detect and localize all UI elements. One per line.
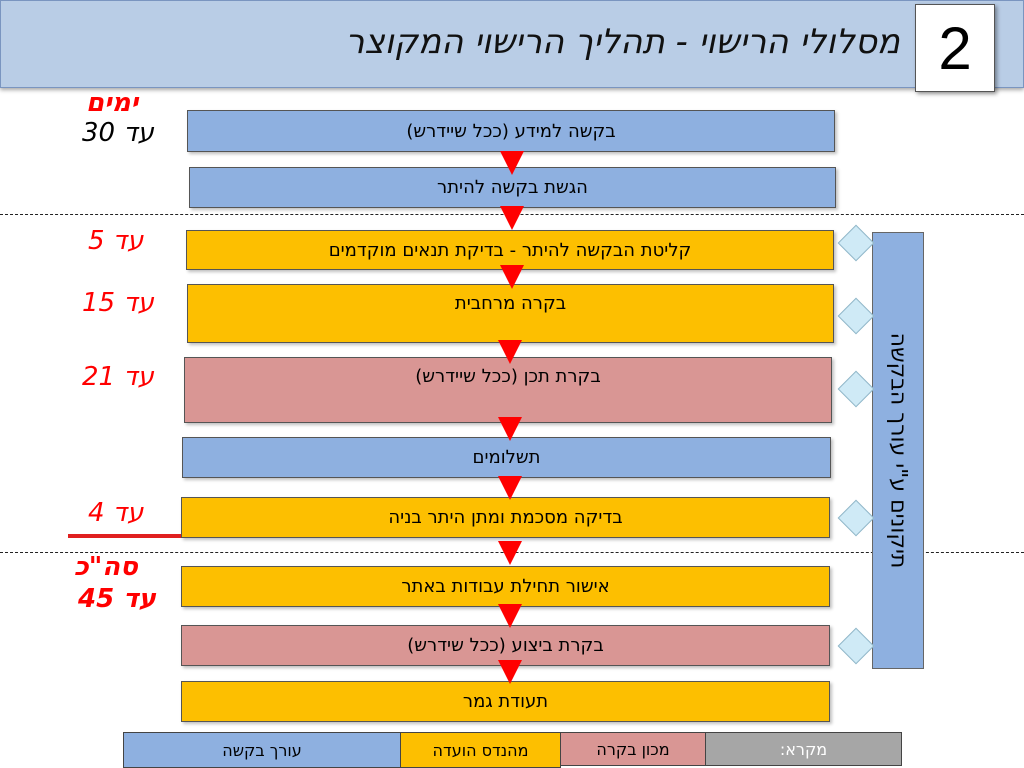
flow-arrow [498, 340, 522, 364]
total-underline [68, 534, 182, 538]
flow-arrow [500, 265, 524, 289]
flow-arrow [498, 660, 522, 684]
duration-15: עד 15 [82, 288, 154, 318]
total-duration: עד 45 [78, 584, 156, 614]
feedback-diamond-icon [837, 297, 875, 335]
legend-control-institute: מכון בקרה [560, 732, 706, 766]
step-design-control: בקרת תכן (ככל שיידרש) [184, 357, 832, 423]
legend-committee-engineer: מהנדס הועדה [400, 732, 561, 768]
duration-5: עד 5 [88, 226, 144, 256]
corrections-label: תיקונים ע"י עורך הבקשה [885, 332, 911, 569]
step-completion-certificate: תעודת גמר [181, 681, 830, 722]
days-header: ימים [86, 88, 139, 118]
slide-number: 2 [915, 4, 995, 92]
duration-21: עד 21 [82, 362, 154, 392]
feedback-diamond-icon [837, 627, 875, 665]
flow-arrow [498, 604, 522, 628]
feedback-diamond-icon [837, 224, 875, 262]
duration-30: עד 30 [82, 118, 154, 148]
step-execution-control: בקרת ביצוע (ככל שידרש) [181, 625, 830, 666]
flow-arrow [498, 541, 522, 565]
step-info-request: בקשה למידע (ככל שיידרש) [187, 110, 835, 152]
flow-arrow [500, 206, 524, 230]
legend-applicant: עורך בקשה [123, 732, 401, 768]
total-label: סה"כ [74, 552, 138, 582]
slide-title: מסלולי הרישוי - תהליך הרישוי המקוצר [345, 22, 900, 62]
feedback-diamond-icon [837, 499, 875, 537]
title-bar [0, 0, 1024, 88]
step-work-start-approval: אישור תחילת עבודות באתר [181, 566, 830, 607]
duration-4: עד 4 [88, 498, 144, 528]
legend-title: מקרא: [705, 732, 902, 766]
step-payments: תשלומים [182, 437, 831, 478]
corrections-side-panel [872, 232, 924, 669]
flow-arrow [500, 151, 524, 175]
flow-arrow [498, 417, 522, 441]
feedback-diamond-icon [837, 370, 875, 408]
corrections-label-wrap: תיקונים ע"י עורך הבקשה [872, 232, 924, 669]
flow-arrow [498, 476, 522, 500]
step-spatial-control: בקרה מרחבית [187, 284, 834, 343]
step-preconditions-check: קליטת הבקשה להיתר - בדיקת תנאים מוקדמים [186, 230, 834, 270]
step-final-review-permit: בדיקה מסכמת ומתן היתר בניה [181, 497, 830, 538]
